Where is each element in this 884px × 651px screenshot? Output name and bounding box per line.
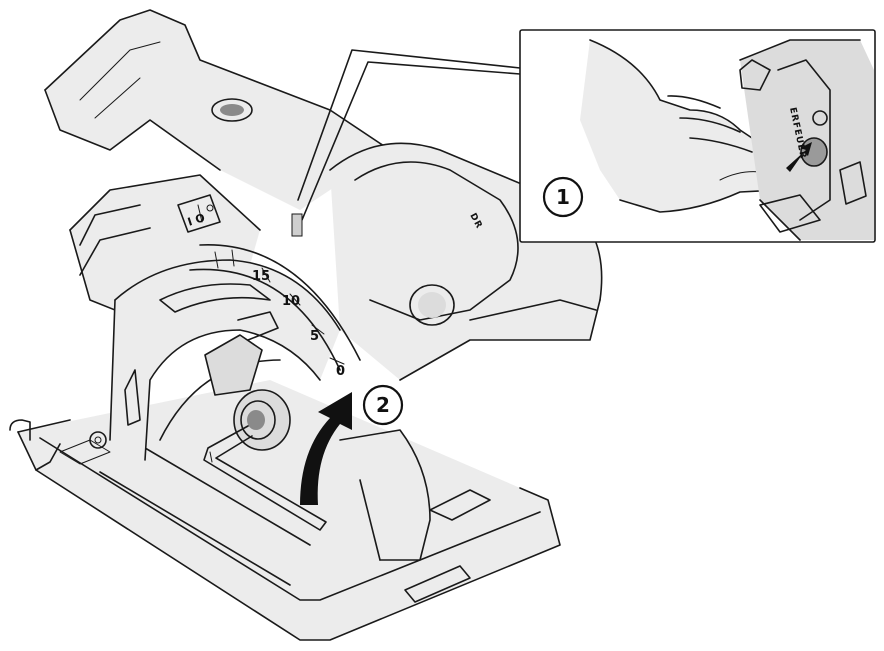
bevel-tick-0: 0 bbox=[336, 364, 345, 379]
curved-arrow-icon bbox=[300, 392, 352, 505]
arrow-icon bbox=[786, 142, 812, 172]
step-1-label: 1 bbox=[556, 185, 570, 209]
step-2-marker: 2 bbox=[362, 384, 404, 426]
base-plate bbox=[9, 380, 561, 641]
arbor-bolt bbox=[233, 389, 291, 451]
inset-detail: ERFEUER 1 bbox=[519, 29, 876, 243]
power-switch: I O bbox=[177, 194, 221, 233]
allen-key-icon bbox=[203, 425, 327, 531]
bevel-tick-5: 5 bbox=[310, 329, 319, 344]
step-2-label: 2 bbox=[376, 393, 390, 417]
bevel-tick-10: 10 bbox=[282, 294, 300, 309]
bevel-scale: 0 5 10 15 bbox=[189, 244, 361, 379]
callout-lines bbox=[291, 49, 521, 237]
bevel-tick-15: 15 bbox=[252, 269, 270, 284]
blade-guard bbox=[109, 259, 341, 461]
bevel-lock-lever bbox=[204, 311, 279, 396]
power-switch-label: I O bbox=[186, 211, 206, 229]
front-guard bbox=[339, 429, 431, 561]
